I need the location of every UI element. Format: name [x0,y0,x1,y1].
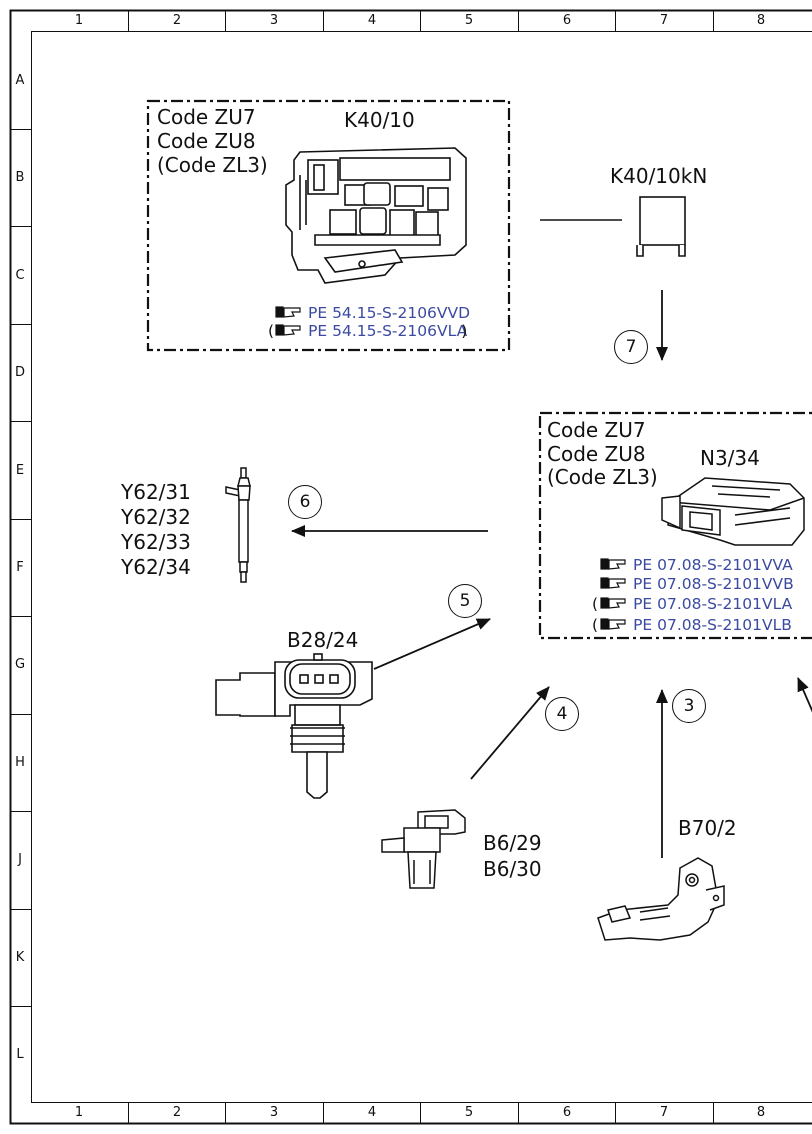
ref-text[interactable]: PE 07.08-S-2101VVB [633,575,794,593]
col-label: 5 [464,13,474,28]
k40-ref-link-1[interactable]: PE 54.15-S-2106VVD [308,304,470,323]
glow-plug-label-4: Y62/34 [121,555,191,579]
col-label: 3 [269,1105,279,1120]
n3-ref-link-4[interactable]: ( PE 07.08-S-2101VLB [592,616,792,635]
camshaft-sensor-label-1: B6/29 [483,831,542,855]
row-label: A [15,73,25,88]
col-label: 1 [74,13,84,28]
n3-ref-link-1[interactable]: PE 07.08-S-2101VVA [633,556,793,575]
col-label: 2 [172,13,182,28]
ref-text[interactable]: PE 54.15-S-2106VLA [308,322,468,340]
ref-text[interactable]: PE 54.15-S-2106VVD [308,304,471,322]
n3-code-zl3: (Code ZL3) [547,465,658,489]
row-label: B [15,170,25,185]
col-label: 4 [367,1105,377,1120]
ref-text[interactable]: PE 07.08-S-2101VLA [633,595,793,613]
drawing-frame [9,9,812,1125]
ref-close-paren: ) [461,322,468,340]
row-label: F [16,560,24,575]
row-label: L [16,1047,24,1062]
row-label: C [15,268,25,283]
k40-code-zu8: Code ZU8 [157,129,256,153]
col-label: 7 [659,13,669,28]
ref-text[interactable]: PE 07.08-S-2101VLB [633,616,792,634]
col-label: 1 [74,1105,84,1120]
relay-label: K40/10kN [610,164,708,188]
row-label: E [15,463,25,478]
col-label: 7 [659,1105,669,1120]
ref-open-paren: ( [592,616,599,634]
camshaft-sensor-label-2: B6/30 [483,857,542,881]
control-unit-icon [661,477,805,546]
col-label: 6 [562,1105,572,1120]
row-label: J [18,852,22,867]
pressure-sensor-label: B28/24 [287,628,359,652]
row-label: H [15,755,25,770]
arrow-number-7: 7 [614,330,648,364]
k40-code-zu7: Code ZU7 [157,105,256,129]
glow-plug-label-1: Y62/31 [121,480,191,504]
col-label: 2 [172,1105,182,1120]
crank-sensor-label: B70/2 [678,816,737,840]
row-label: G [14,657,26,672]
arrow-5 [373,618,491,670]
k40-ref-link-2[interactable]: ( PE 54.15-S-2106VLA) [268,322,467,341]
row-label: D [14,365,25,380]
n3-code-zu8: Code ZU8 [547,442,646,466]
ref-open-paren: ( [592,595,599,613]
camshaft-sensor-icon [381,809,466,889]
relay-symbol-icon [636,196,686,257]
glow-plug-label-3: Y62/33 [121,530,191,554]
n3-ref-link-2[interactable]: PE 07.08-S-2101VVB [633,575,794,594]
arrow-2-partial [797,677,812,713]
glow-plug-icon [225,467,251,583]
crankshaft-sensor-icon [597,857,725,941]
col-label: 3 [269,13,279,28]
n3-34-boundary [538,411,812,640]
row-label: K [15,950,25,965]
col-label: 5 [464,1105,474,1120]
n3-ref-link-3[interactable]: ( PE 07.08-S-2101VLA [592,595,792,614]
arrow-number-5: 5 [448,584,482,618]
col-label: 8 [756,1105,766,1120]
arrow-number-6: 6 [288,485,322,519]
k40-10-label: K40/10 [344,108,415,132]
k40-10-boundary [146,99,511,352]
k40-code-zl3: (Code ZL3) [157,153,268,177]
arrow-number-4: 4 [545,697,579,731]
pressure-sensor-icon [215,653,373,799]
n3-code-zu7: Code ZU7 [547,418,646,442]
ref-open-paren: ( [268,322,275,340]
arrow-4 [470,686,550,780]
fuse-relay-module-icon [285,147,467,284]
col-label: 4 [367,13,377,28]
arrow-number-3: 3 [672,689,706,723]
n3-34-label: N3/34 [700,446,760,470]
glow-plug-label-2: Y62/32 [121,505,191,529]
ref-text[interactable]: PE 07.08-S-2101VVA [633,556,793,574]
pointing-hand-icon [275,306,626,630]
col-label: 8 [756,13,766,28]
col-label: 6 [562,13,572,28]
